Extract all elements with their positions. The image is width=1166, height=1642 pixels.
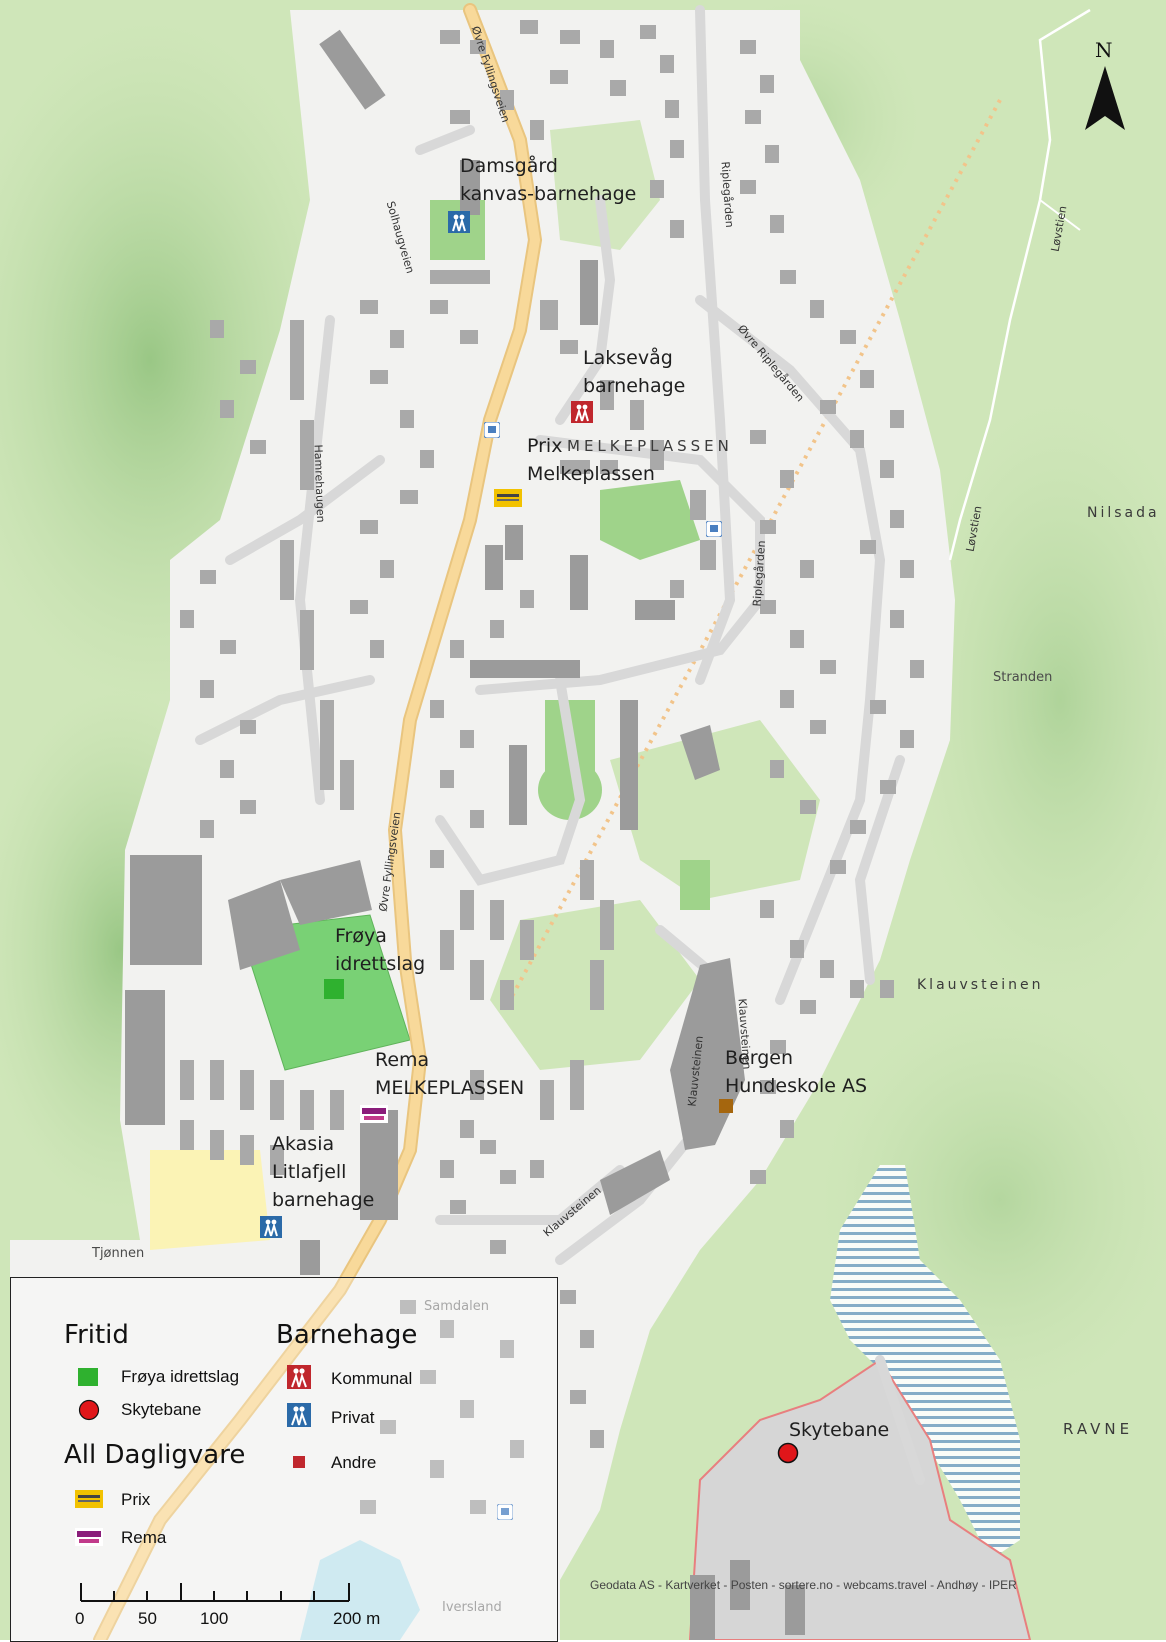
other-brown-square-icon (719, 1099, 733, 1113)
private-kindergarten-icon (287, 1403, 311, 1427)
other-kindergarten-icon (293, 1456, 305, 1468)
red-circle-icon (777, 1442, 799, 1464)
label-skytebane: Skytebane (789, 1419, 890, 1441)
kommunal-kindergarten-icon (287, 1365, 311, 1389)
rema-logo-icon (75, 1528, 103, 1546)
legend-title-barnehage: Barnehage (276, 1320, 418, 1350)
label-melkeplassen-area: MELKEPLASSEN (567, 437, 733, 455)
prix-logo-icon (494, 489, 522, 507)
north-arrow: N (1080, 38, 1130, 138)
red-circle-icon (78, 1399, 100, 1421)
scale-tick-200m: 200 m (333, 1609, 381, 1628)
legend-title-dagligvare: All Dagligvare (64, 1440, 246, 1470)
scale-bar: 0 50 100 200 m (69, 1573, 380, 1633)
bus-stop-icon (706, 521, 722, 537)
rema-logo-icon (360, 1105, 388, 1123)
label-froya: Frøya idrettslag (335, 925, 426, 975)
map-attribution: Geodata AS - Kartverket - Posten - sorte… (590, 1578, 1017, 1592)
scale-tick-50: 50 (138, 1609, 157, 1628)
label-tjonnen: Tjønnen (92, 1246, 145, 1261)
legend-item-andre: Andre (331, 1453, 377, 1472)
label-akasia: Akasia Litlafjell barnehage (272, 1133, 375, 1211)
road-label-hamrehaugen: Hamrehaugen (311, 444, 328, 523)
prix-logo-icon (75, 1490, 103, 1508)
green-square-icon (324, 979, 344, 999)
label-damsgard: Damsgård kanvas-barnehage (460, 155, 637, 205)
legend-item-skytebane: Skytebane (121, 1400, 202, 1419)
legend-item-privat: Privat (331, 1408, 375, 1427)
legend-item-rema: Rema (121, 1528, 167, 1547)
private-kindergarten-icon (260, 1216, 282, 1238)
legend-title-fritid: Fritid (64, 1320, 129, 1350)
legend-item-kommunal: Kommunal (331, 1369, 413, 1388)
legend-item-prix: Prix (121, 1490, 151, 1509)
label-iversland: Iversland (442, 1600, 502, 1615)
shooting-range-area (688, 1358, 1032, 1640)
legend-item-froya: Frøya idrettslag (121, 1367, 240, 1386)
private-kindergarten-icon (448, 211, 470, 233)
north-letter: N (1095, 38, 1113, 62)
lake-hatched (830, 1165, 1020, 1560)
scale-tick-0: 0 (75, 1609, 85, 1628)
bus-stop-icon (484, 422, 500, 438)
label-samdalen: Samdalen (424, 1299, 489, 1314)
label-bergen-hundeskole: Bergen Hundeskole AS (725, 1047, 868, 1097)
label-rema: Rema MELKEPLASSEN (375, 1049, 525, 1099)
label-stranden: Stranden (993, 670, 1053, 685)
map-legend: Fritid Frøya idrettslag Skytebane All Da… (10, 1277, 558, 1642)
building-cluster (180, 20, 924, 1514)
label-nilsada: Nilsada (1087, 505, 1160, 521)
label-ravne: RAVNE (1063, 1420, 1134, 1438)
green-square-icon (78, 1368, 98, 1386)
north-arrow-icon (1085, 66, 1125, 130)
scale-bar-graphic (80, 1583, 350, 1602)
label-klauvsteinen-area: Klauvsteinen (917, 977, 1044, 993)
kommunal-kindergarten-icon (571, 401, 593, 423)
bus-stop-icon (497, 1504, 513, 1520)
label-prix: Prix Melkeplassen (527, 435, 655, 485)
scale-tick-100: 100 (200, 1609, 229, 1628)
label-laksevag: Laksevåg barnehage (583, 347, 686, 397)
